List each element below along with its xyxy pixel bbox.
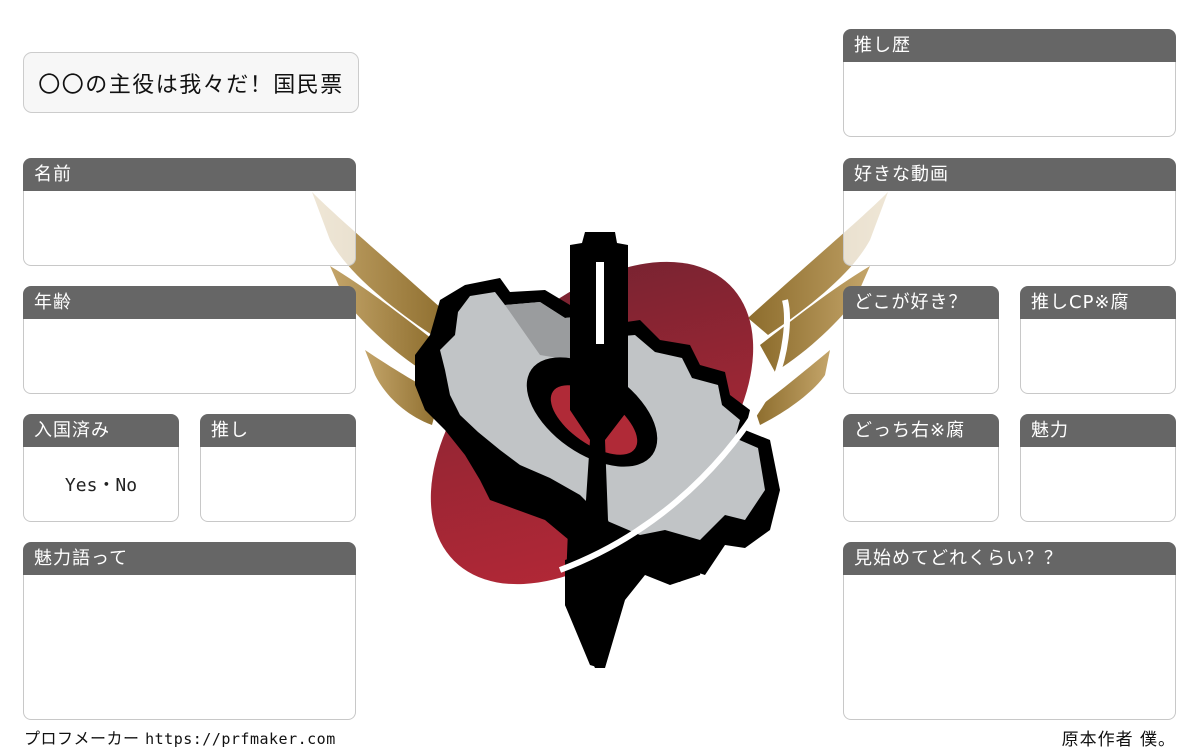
field-immigrated: 入国済み Yes・No	[23, 414, 179, 522]
field-oshi: 推し	[200, 414, 356, 522]
field-favorite-video: 好きな動画	[843, 158, 1176, 266]
field-charm-talk-input[interactable]	[23, 575, 356, 720]
field-favorite-video-input[interactable]	[843, 191, 1176, 266]
field-charm-talk: 魅力語って	[23, 542, 356, 720]
field-what-you-like-label: どこが好き？	[843, 286, 999, 319]
field-immigrated-label: 入国済み	[23, 414, 179, 447]
field-charm-input[interactable]	[1020, 447, 1176, 522]
field-charm-label: 魅力	[1020, 414, 1176, 447]
field-how-long-label: 見始めてどれくらい？？	[843, 542, 1176, 575]
field-name-label: 名前	[23, 158, 356, 191]
field-how-long: 見始めてどれくらい？？	[843, 542, 1176, 720]
maker-credit: プロフメーカー https://prfmaker.com	[24, 725, 336, 749]
field-name-input[interactable]	[23, 191, 356, 266]
author-credit: 原本作者 僕。	[1061, 730, 1176, 750]
maker-label: プロフメーカー	[24, 729, 140, 748]
maker-url-link[interactable]: https://prfmaker.com	[145, 730, 336, 748]
gear-pen-winged-emblem-icon	[312, 192, 888, 668]
field-what-you-like: どこが好き？	[843, 286, 999, 394]
field-favorite-video-label: 好きな動画	[843, 158, 1176, 191]
field-oshi-cp-input[interactable]	[1020, 319, 1176, 394]
field-age-input[interactable]	[23, 319, 356, 394]
field-how-long-input[interactable]	[843, 575, 1176, 720]
field-which-right: どっち右※腐	[843, 414, 999, 522]
field-oshi-cp-label: 推しCP※腐	[1020, 286, 1176, 319]
field-oshi-history-label: 推し歴	[843, 29, 1176, 62]
field-oshi-history-input[interactable]	[843, 62, 1176, 137]
field-age-label: 年齢	[23, 286, 356, 319]
field-oshi-cp: 推しCP※腐	[1020, 286, 1176, 394]
field-name: 名前	[23, 158, 356, 266]
field-oshi-label: 推し	[200, 414, 356, 447]
field-which-right-label: どっち右※腐	[843, 414, 999, 447]
field-age: 年齢	[23, 286, 356, 394]
field-charm-talk-label: 魅力語って	[23, 542, 356, 575]
page-title: 〇〇の主役は我々だ！国民票	[23, 52, 359, 113]
field-which-right-input[interactable]	[843, 447, 999, 522]
field-charm: 魅力	[1020, 414, 1176, 522]
field-oshi-input[interactable]	[200, 447, 356, 522]
field-immigrated-input[interactable]: Yes・No	[23, 447, 179, 522]
field-what-you-like-input[interactable]	[843, 319, 999, 394]
field-oshi-history: 推し歴	[843, 29, 1176, 137]
